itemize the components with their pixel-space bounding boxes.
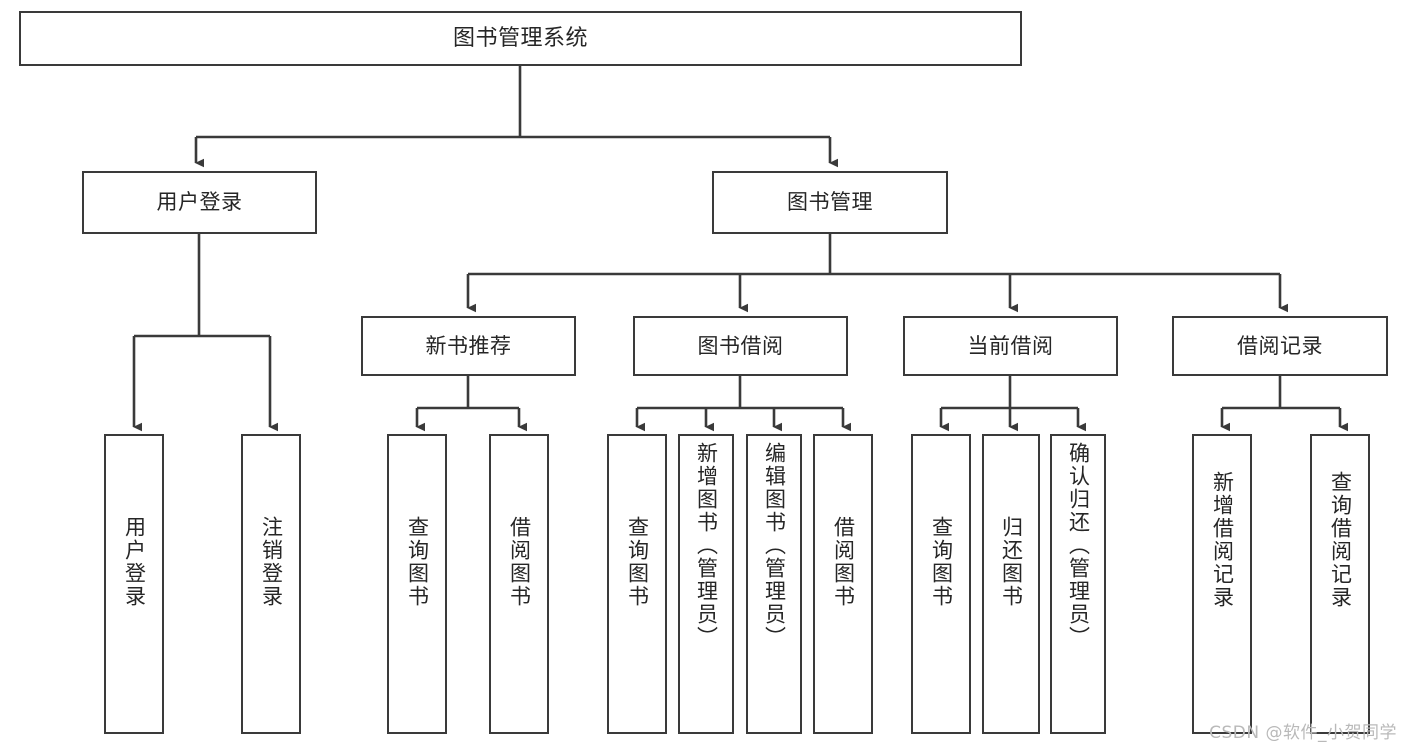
node-label: 编辑图书（管理员）	[762, 442, 787, 649]
node-label: 图书借阅	[697, 333, 784, 358]
node-label: 查询借阅记录	[1328, 471, 1353, 609]
node-leaf-user-login[interactable]: 用户登录	[104, 434, 164, 734]
node-label: 用户登录	[122, 516, 147, 608]
node-leaf-query-book-3[interactable]: 查询图书	[911, 434, 971, 734]
node-leaf-return-book[interactable]: 归还图书	[982, 434, 1040, 734]
node-leaf-borrow-book-2[interactable]: 借阅图书	[813, 434, 873, 734]
node-leaf-confirm-return[interactable]: 确认归还（管理员）	[1050, 434, 1106, 734]
node-label: 借阅记录	[1237, 333, 1323, 358]
node-book-borrow[interactable]: 图书借阅	[633, 316, 848, 376]
node-leaf-borrow-book-1[interactable]: 借阅图书	[489, 434, 549, 734]
node-label: 确认归还（管理员）	[1066, 442, 1091, 649]
node-label: 当前借阅	[967, 333, 1054, 358]
node-label: 查询图书	[405, 516, 430, 608]
node-label: 注销登录	[259, 516, 284, 608]
node-label: 查询图书	[625, 516, 650, 608]
node-user-login[interactable]: 用户登录	[82, 171, 317, 234]
node-label: 借阅图书	[507, 516, 532, 608]
node-leaf-query-book-2[interactable]: 查询图书	[607, 434, 667, 734]
node-new-book-recommend[interactable]: 新书推荐	[361, 316, 576, 376]
node-leaf-query-book-1[interactable]: 查询图书	[387, 434, 447, 734]
node-leaf-edit-book[interactable]: 编辑图书（管理员）	[746, 434, 802, 734]
node-label: 新书推荐	[425, 333, 512, 358]
node-leaf-query-record[interactable]: 查询借阅记录	[1310, 434, 1370, 734]
node-borrow-record[interactable]: 借阅记录	[1172, 316, 1388, 376]
node-label: 图书管理系统	[452, 25, 588, 51]
node-leaf-add-book[interactable]: 新增图书（管理员）	[678, 434, 734, 734]
node-leaf-logout-login[interactable]: 注销登录	[241, 434, 301, 734]
node-label: 用户登录	[156, 190, 243, 215]
node-label: 图书管理	[787, 190, 873, 215]
node-label: 借阅图书	[831, 516, 856, 608]
node-label: 新增借阅记录	[1210, 471, 1235, 609]
node-label: 新增图书（管理员）	[694, 442, 719, 649]
node-book-management-system[interactable]: 图书管理系统	[19, 11, 1022, 66]
node-current-borrow[interactable]: 当前借阅	[903, 316, 1118, 376]
node-book-management[interactable]: 图书管理	[712, 171, 948, 234]
node-label: 查询图书	[929, 516, 954, 608]
node-leaf-add-record[interactable]: 新增借阅记录	[1192, 434, 1252, 734]
node-label: 归还图书	[999, 516, 1024, 608]
